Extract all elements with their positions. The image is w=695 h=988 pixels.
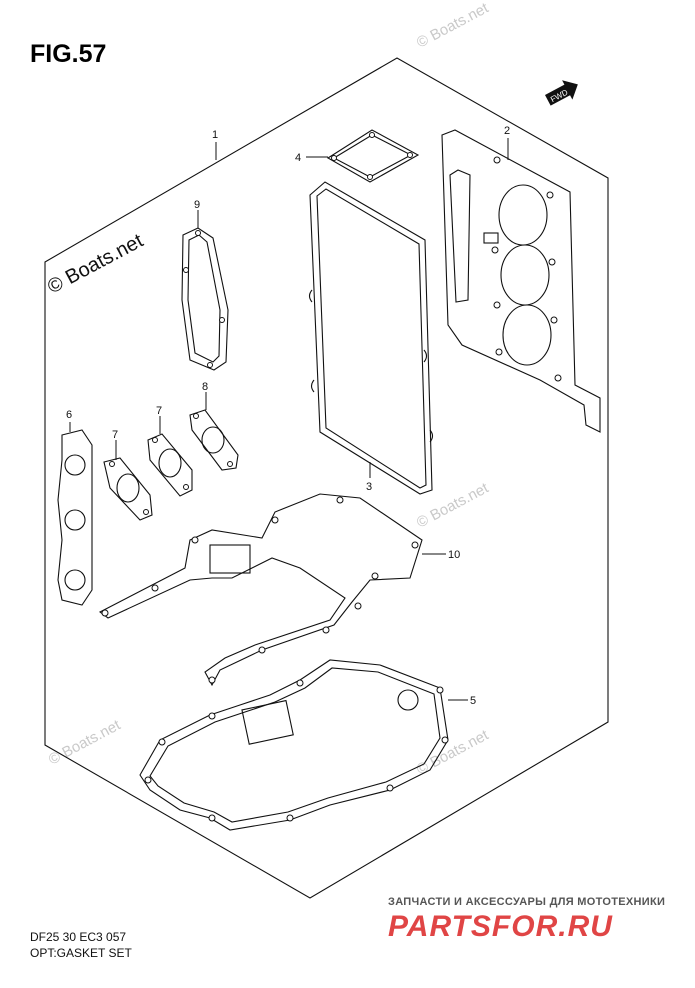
- watermark-bottom-right: © Boats.net: [414, 726, 492, 778]
- callout-5: 5: [470, 695, 476, 707]
- callout-4: 4: [295, 152, 301, 164]
- brand-logo[interactable]: PARTSFOR.RU: [388, 910, 613, 943]
- callout-3: 3: [366, 481, 372, 493]
- callout-7a: 7: [112, 429, 118, 441]
- part-10-crankcase-gasket: [98, 493, 423, 687]
- part-3-rocker-cover-gasket: [308, 181, 434, 495]
- figure-title: FIG.57: [30, 40, 107, 68]
- callout-9: 9: [194, 199, 200, 211]
- watermark-mid-right: © Boats.net: [414, 479, 492, 531]
- part-9-gasket: [181, 227, 229, 371]
- watermark-top: © Boats.net: [414, 0, 492, 52]
- watermark-main: © Boats.net: [44, 230, 147, 299]
- fwd-arrow-icon: FWD: [545, 80, 578, 106]
- part-7-flange-gasket-a: [103, 457, 153, 521]
- part-6-manifold-gasket: [57, 429, 93, 606]
- part-2-head-gasket: [441, 129, 601, 433]
- diagram-name: OPT:GASKET SET: [30, 946, 132, 960]
- set-boundary-frame: [44, 57, 609, 899]
- callout-7b: 7: [156, 405, 162, 417]
- callout-1: 1: [212, 129, 218, 141]
- promo-tagline: ЗАПЧАСТИ И АКСЕССУАРЫ ДЛЯ МОТОТЕХНИКИ: [388, 896, 666, 908]
- part-5-lower-gasket: [139, 659, 449, 831]
- part-7-flange-gasket-b: [147, 433, 193, 497]
- callout-6: 6: [66, 409, 72, 421]
- callout-10: 10: [448, 549, 460, 561]
- part-8-gasket: [189, 409, 239, 471]
- diagram-code: DF25 30 EC3 057: [30, 930, 127, 944]
- callout-2: 2: [504, 125, 510, 137]
- part-4-cover-gasket: [326, 129, 420, 183]
- callout-8: 8: [202, 381, 208, 393]
- watermark-bottom-left: © Boats.net: [46, 716, 124, 768]
